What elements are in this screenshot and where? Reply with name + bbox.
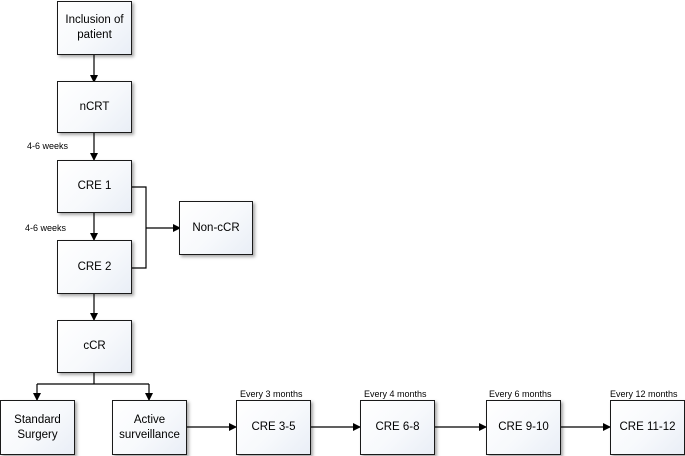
standard-surgery-label: Standard Surgery	[14, 413, 61, 441]
active-surveillance-node: Active surveillance	[112, 400, 187, 455]
inclusion-label: Inclusion of patient	[65, 14, 124, 41]
every-3-months-label: Every 3 months	[240, 389, 303, 399]
every-12-months-label: Every 12 months	[610, 389, 678, 399]
cre-3-5-label: CRE 3-5	[251, 421, 296, 433]
cre-9-10-label: CRE 9-10	[498, 421, 549, 433]
inclusion-node: Inclusion of patient	[57, 1, 132, 55]
cre-9-10-node: CRE 9-10	[486, 400, 561, 455]
cre-3-5-node: CRE 3-5	[236, 400, 311, 455]
standard-surgery-node: Standard Surgery	[0, 400, 75, 455]
ncrt-node: nCRT	[57, 81, 132, 133]
ncrt-label: nCRT	[79, 100, 110, 113]
non-ccr-node: Non-cCR	[179, 201, 253, 255]
cre-11-12-node: CRE 11-12	[610, 400, 685, 455]
cre2-label: CRE 2	[77, 260, 112, 273]
ccr-label: cCR	[83, 340, 106, 352]
cre-6-8-node: CRE 6-8	[360, 400, 435, 455]
every-6-months-label: Every 6 months	[489, 389, 552, 399]
cre-6-8-label: CRE 6-8	[375, 421, 420, 433]
cre-11-12-label: CRE 11-12	[619, 421, 676, 433]
ccr-node: cCR	[57, 320, 132, 373]
interval-label-2: 4-6 weeks	[25, 223, 67, 233]
non-ccr-label: Non-cCR	[192, 221, 240, 234]
cre1-label: CRE 1	[77, 180, 112, 192]
connector-cre1-bracket	[131, 186, 147, 269]
interval-label-1: 4-6 weeks	[27, 141, 69, 151]
cre2-node: CRE 2	[57, 240, 132, 294]
active-surveillance-label: Active surveillance	[119, 413, 180, 441]
every-4-months-label: Every 4 months	[364, 389, 427, 399]
cre1-node: CRE 1	[57, 160, 132, 213]
